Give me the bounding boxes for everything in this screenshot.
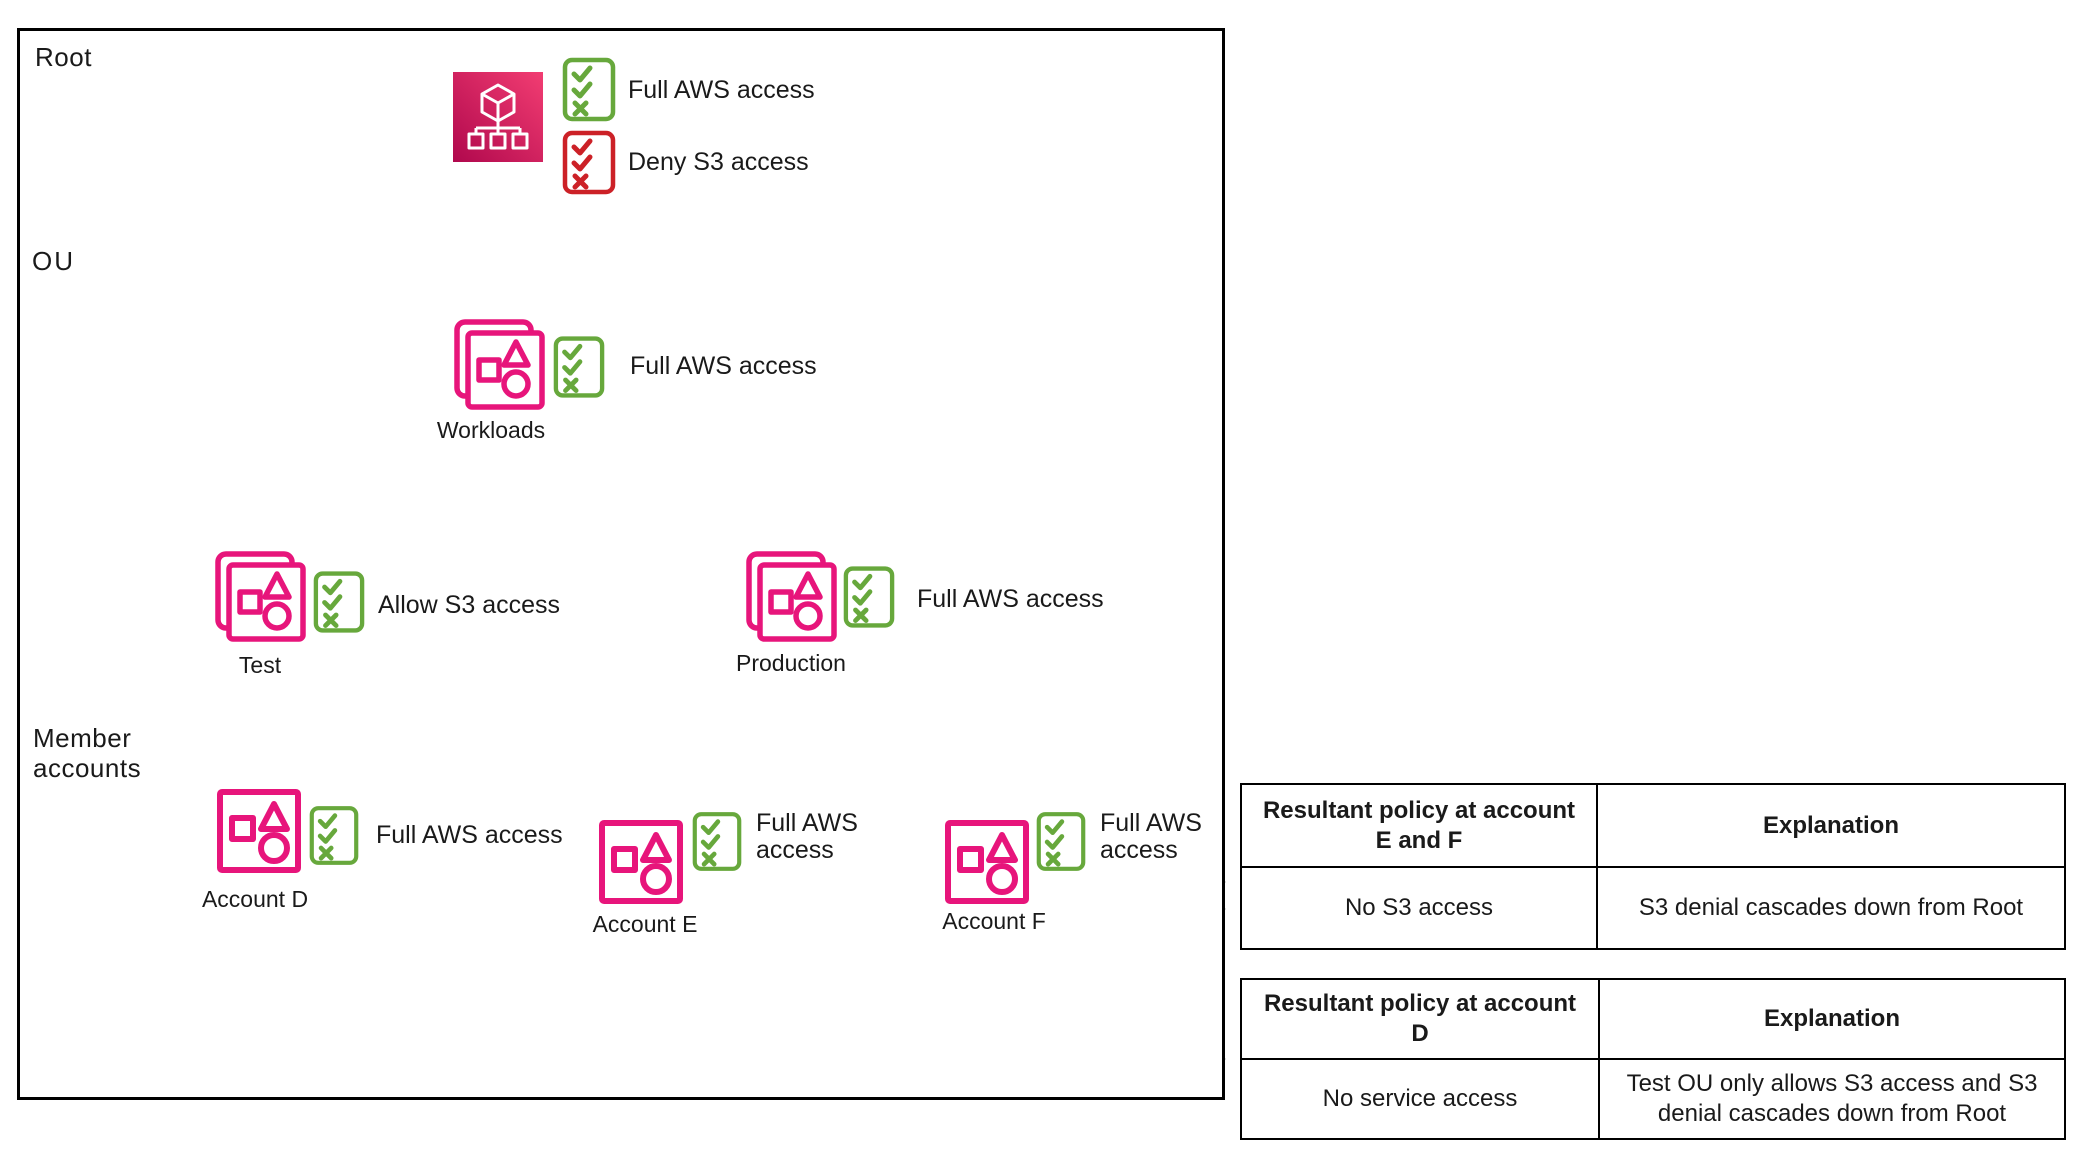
test-ou-icon [214,550,306,647]
workloads-ou-icon [453,318,545,415]
account-d-label: Account D [201,886,309,912]
account-f-label: Account F [942,908,1046,934]
policy-label-full-aws-production: Full AWS access [917,585,1104,613]
policy-icon-allow-account-d [309,804,359,872]
result-table-account-d: Resultant policy at account D Explanatio… [1240,978,2066,1140]
policy-label-full-aws-account-d: Full AWS access [376,821,563,849]
table2-cell-explanation: Test OU only allows S3 access and S3 den… [1626,1070,2038,1127]
test-label: Test [238,652,282,678]
policy-icon-allow-test [313,570,365,639]
policy-icon-allow-workloads [553,335,605,404]
table1-header-policy: Resultant policy at account E and F [1242,785,1598,868]
policy-label-full-aws-root: Full AWS access [628,76,815,104]
account-e-label: Account E [592,911,698,937]
policy-icon-allow-account-f [1036,810,1086,878]
account-e-icon [599,820,683,909]
policy-icon-deny-root [562,130,616,200]
table2-header-explanation: Explanation [1600,980,2064,1060]
policy-icon-allow-account-e [692,810,742,878]
table1-cell-explanation: S3 denial cascades down from Root [1638,894,2024,921]
policy-icon-allow-production [843,565,895,634]
production-ou-icon [745,550,837,647]
policy-label-full-aws-workloads: Full AWS access [630,352,817,380]
account-d-icon [217,789,301,878]
workloads-label: Workloads [436,417,546,443]
table2-header-policy: Resultant policy at account D [1242,980,1600,1060]
organization-boundary-box [17,28,1225,1100]
policy-icon-allow-root [562,57,616,127]
table1-header-explanation: Explanation [1598,785,2064,868]
account-f-icon [945,820,1029,909]
production-label: Production [736,650,846,676]
table2-cell-policy: No service access [1242,1060,1600,1138]
band-label-member-accounts: Member accounts [33,723,142,783]
band-label-ou: OU [32,246,75,276]
root-icon [453,72,543,162]
table1-cell-policy: No S3 access [1242,868,1598,948]
policy-label-deny-s3: Deny S3 access [628,148,809,176]
policy-label-full-aws-account-e: Full AWS access [756,809,858,864]
result-table-accounts-e-f: Resultant policy at account E and F Expl… [1240,783,2066,950]
policy-label-full-aws-account-f: Full AWS access [1100,809,1202,864]
policy-label-allow-s3: Allow S3 access [378,591,561,619]
band-label-root: Root [35,42,92,72]
